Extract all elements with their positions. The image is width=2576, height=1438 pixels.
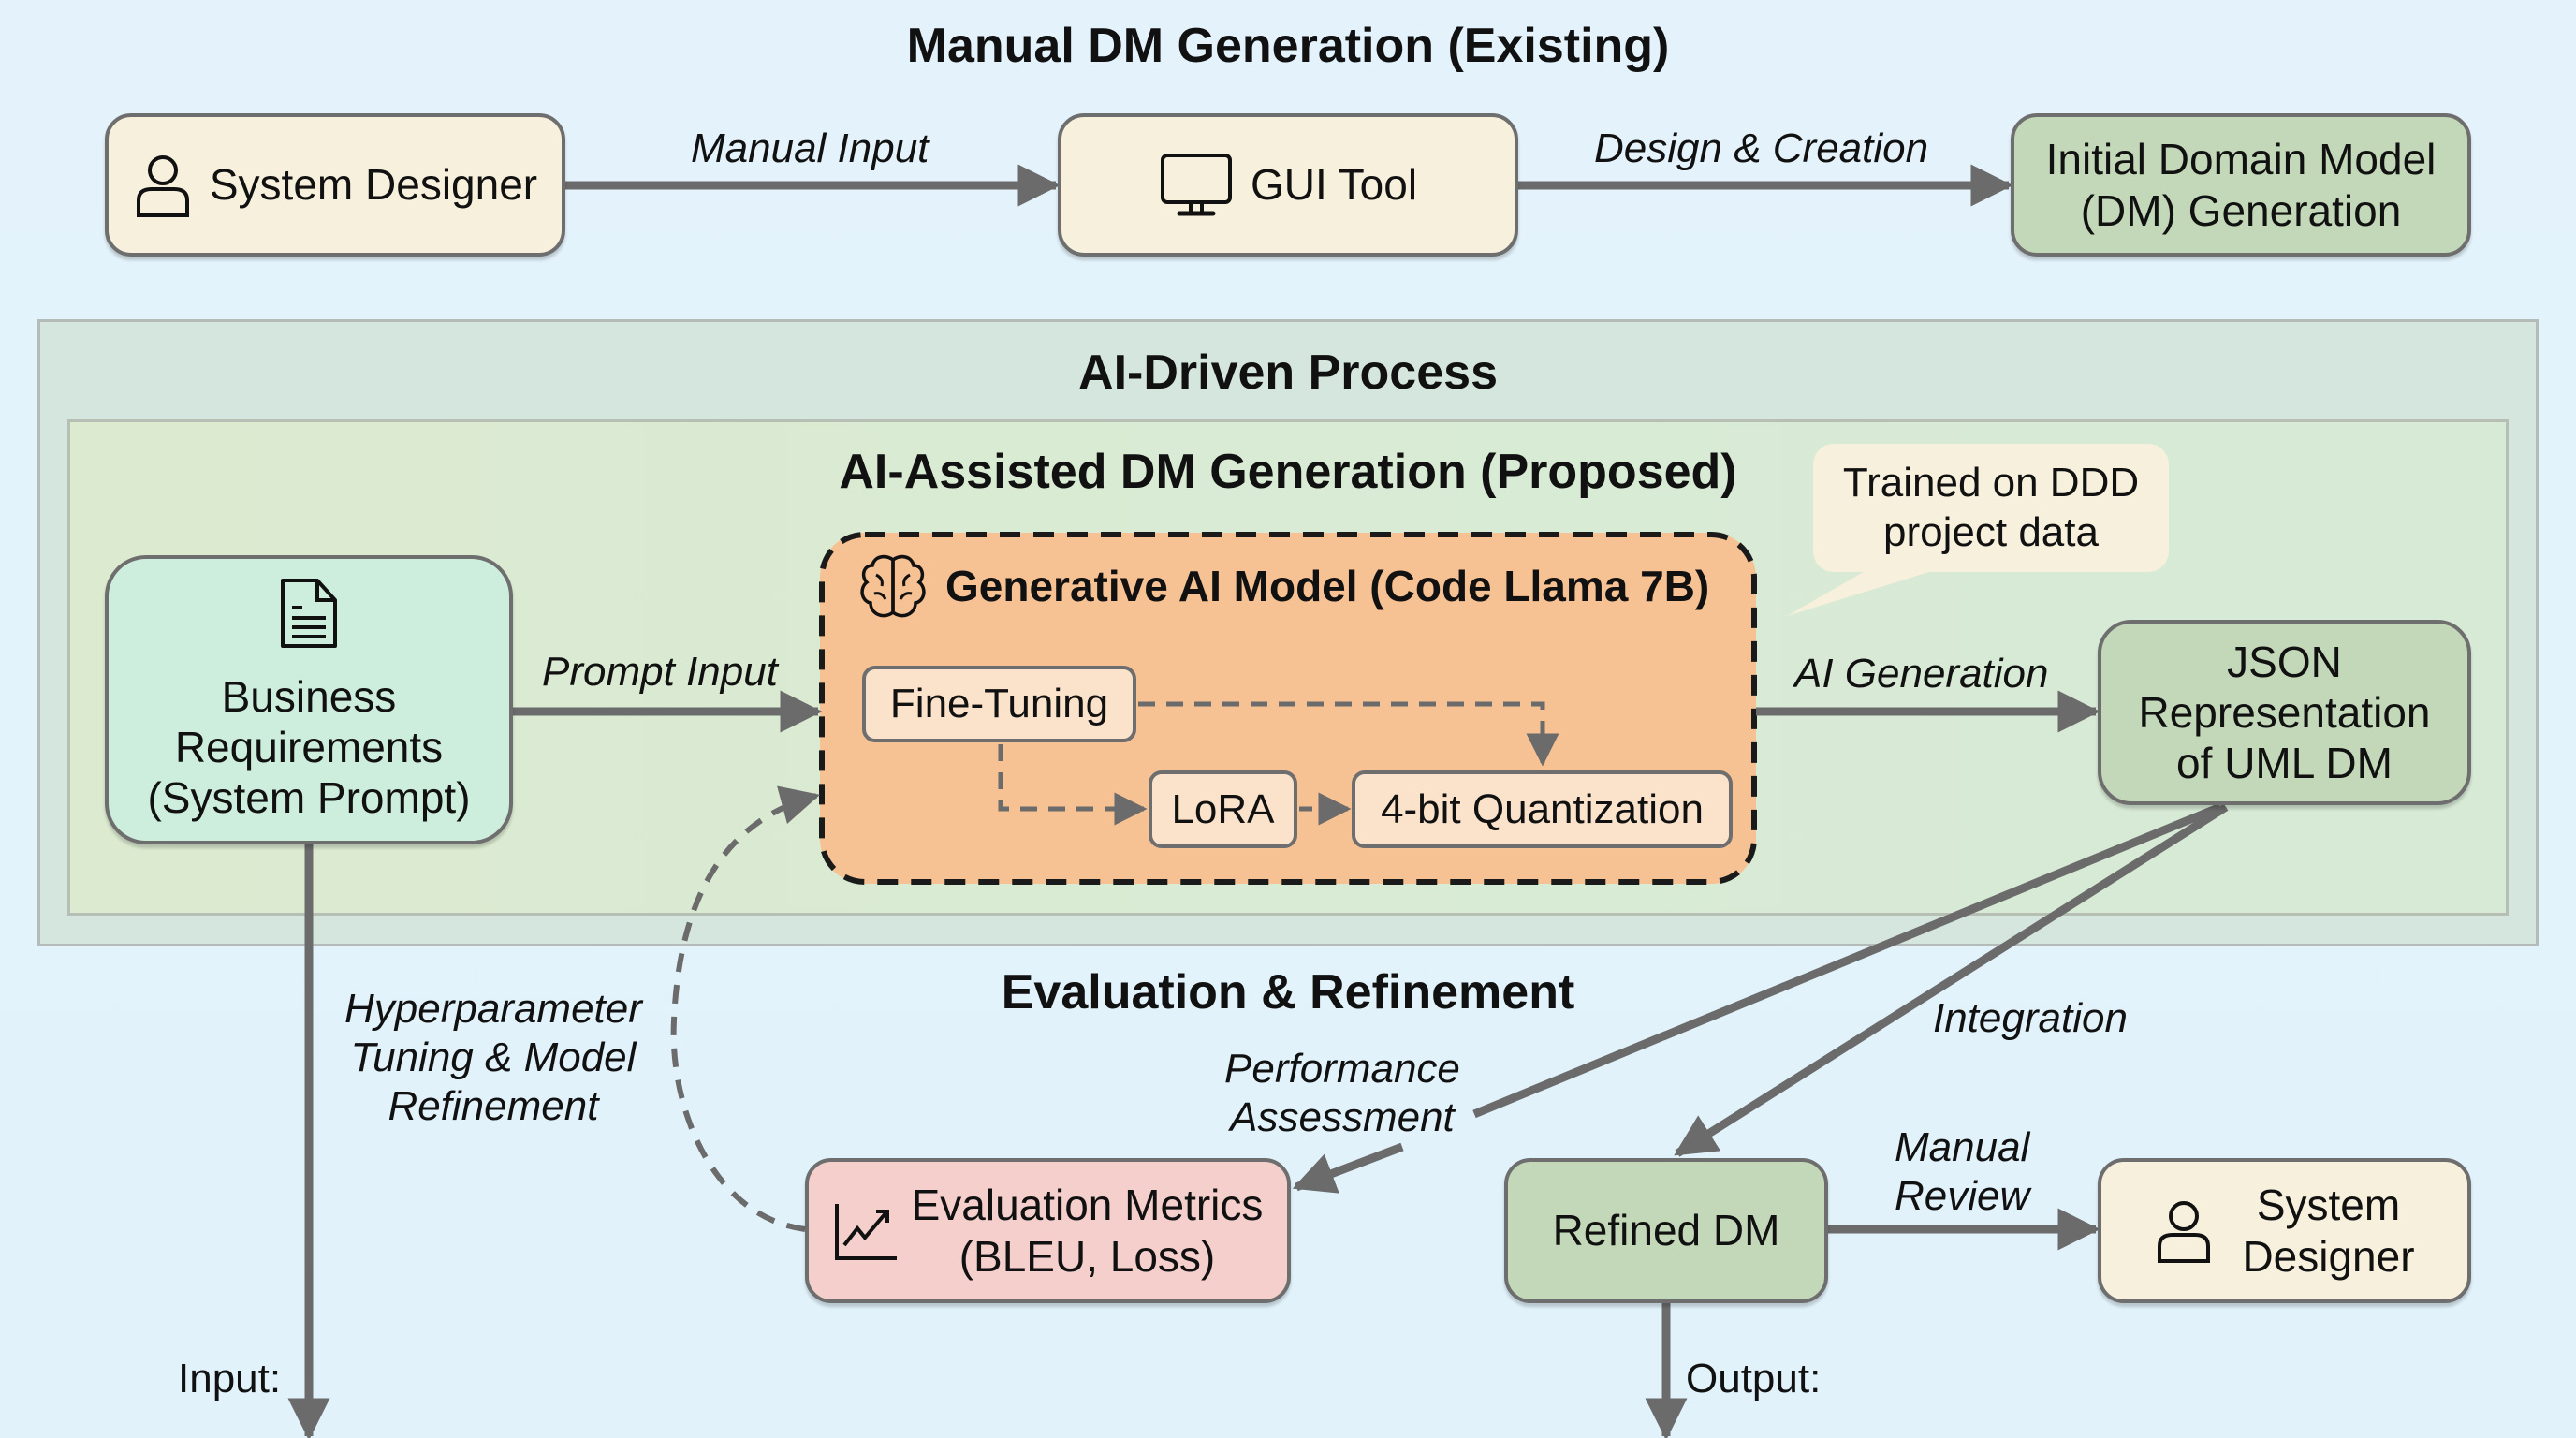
design-creation-label: Design & Creation [1594,125,1929,171]
manual-section-title: Manual DM Generation (Existing) [906,19,1670,73]
gui-tool-node[interactable]: GUI Tool [1058,113,1518,257]
refined-dm-label: Refined DM [1552,1206,1780,1255]
lora-node[interactable]: LoRA [1149,770,1297,848]
hyperparameter-line2: Tuning & Model [350,1034,637,1080]
document-icon [278,576,340,661]
json-representation-node[interactable]: JSON Representation of UML DM [2098,620,2471,805]
training-data-callout: Trained on DDD project data [1813,444,2169,572]
person-icon [133,152,193,219]
output-label: Output: [1686,1356,1822,1401]
quantization-label: 4-bit Quantization [1381,785,1704,832]
system-designer-review-node[interactable]: System Designer [2098,1158,2471,1303]
prompt-input-label: Prompt Input [542,649,778,695]
hyperparameter-line3: Refinement [388,1082,599,1129]
system-designer-review-line1: System [2256,1181,2401,1230]
business-requirements-line2: Requirements [174,723,444,771]
chart-trend-icon [833,1200,900,1262]
lora-label: LoRA [1171,785,1275,832]
callout-line1: Trained on DDD [1842,459,2140,506]
performance-line1: Performance [1224,1046,1460,1092]
ai-generation-label: AI Generation [1794,651,2049,697]
input-label: Input: [178,1356,282,1401]
business-requirements-line1: Business [221,671,397,721]
refined-dm-node[interactable]: Refined DM [1504,1158,1828,1303]
ai-driven-process-title: AI-Driven Process [1078,345,1498,400]
initial-dm-node[interactable]: Initial Domain Model (DM) Generation [2011,113,2471,257]
initial-dm-line2: (DM) Generation [2080,185,2402,235]
evaluation-metrics-line2: (BLEU, Loss) [959,1231,1216,1281]
system-designer-node[interactable]: System Designer [105,113,565,257]
performance-assessment-label: Performance Assessment [1224,1045,1460,1142]
callout-line2: project data [1883,508,2099,555]
brain-icon [857,552,929,626]
hyperparameter-tuning-label: Hyperparameter Tuning & Model Refinement [344,985,642,1131]
hyperparameter-line1: Hyperparameter [344,986,642,1032]
evaluation-section-title: Evaluation & Refinement [1001,965,1575,1020]
json-line1: JSON [2227,637,2342,686]
ai-assisted-title: AI-Assisted DM Generation (Proposed) [839,445,1737,499]
performance-line2: Assessment [1230,1093,1455,1140]
system-designer-label: System Designer [209,160,538,210]
integration-label: Integration [1933,995,2128,1041]
generative-ai-model-title: Generative AI Model (Code Llama 7B) [945,562,1710,610]
gui-tool-label: GUI Tool [1250,160,1418,210]
quantization-node[interactable]: 4-bit Quantization [1352,770,1733,848]
fine-tuning-node[interactable]: Fine-Tuning [862,666,1136,742]
json-line2: Representation [2138,687,2431,737]
arrow-performance-assessment-head [1292,1142,1404,1194]
manual-review-line1: Manual [1895,1124,2030,1170]
initial-dm-line1: Initial Domain Model [2045,135,2437,184]
business-requirements-node[interactable]: Business Requirements (System Prompt) [105,555,513,844]
evaluation-metrics-line1: Evaluation Metrics [911,1181,1264,1230]
system-designer-review-line2: Designer [2242,1231,2415,1281]
evaluation-metrics-node[interactable]: Evaluation Metrics (BLEU, Loss) [805,1158,1291,1303]
json-line3: of UML DM [2176,739,2393,788]
manual-review-line2: Review [1895,1172,2030,1219]
monitor-icon [1159,152,1234,219]
business-requirements-line3: (System Prompt) [147,773,471,823]
manual-input-label: Manual Input [691,125,929,171]
person-icon [2154,1197,2214,1265]
manual-review-label: Manual Review [1895,1123,2029,1221]
fine-tuning-label: Fine-Tuning [889,681,1109,727]
